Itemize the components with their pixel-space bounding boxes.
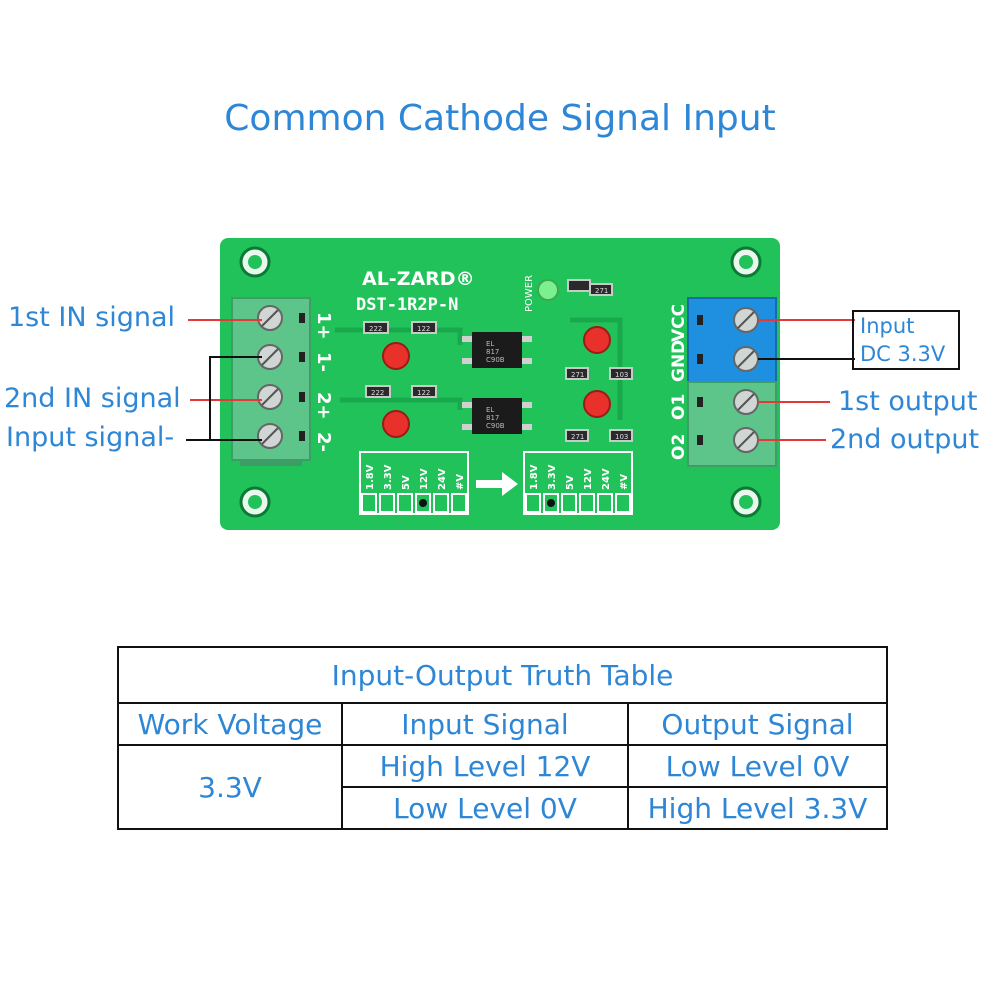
smd-resistors [363,279,633,442]
optocoupler-marking: EL [486,340,494,348]
cell-work-voltage: 3.3V [117,744,343,830]
resistor-code: 222 [369,325,382,333]
resistor-code: 271 [595,287,608,295]
cell-input-row1: High Level 12V [341,744,629,788]
voltage-option-label: 1.8V [365,464,376,490]
page-title: Common Cathode Signal Input [224,98,776,139]
cell-output-row1: Low Level 0V [627,744,888,788]
voltage-option-label: 24V [437,468,448,490]
terminal-label-0: 1+ [313,312,334,340]
cell-input-row2: Low Level 0V [341,786,629,830]
label-input-signal-common: Input signal- [6,422,175,453]
voltage-jumper-grid-right [523,451,633,515]
arrow-icon [476,472,518,496]
left-terminal-labels: 1+ 1- 2+ 2- [313,312,334,452]
label-dc-voltage: DC 3.3V [860,342,946,366]
resistor-code: 271 [571,371,584,379]
terminal-label-right-3: O2 [669,434,689,460]
optocoupler-marking: C90B [486,356,505,364]
header-work-voltage: Work Voltage [117,702,343,746]
label-2nd-output: 2nd output [830,424,980,455]
right-terminal-labels: VCC GND O1 O2 [669,304,689,460]
voltage-option-label: 12V [419,468,430,490]
optocoupler-marking: 817 [486,348,499,356]
resistor-code: 122 [417,389,430,397]
voltage-option-label: 24V [601,468,612,490]
label-1st-output: 1st output [838,386,978,417]
label-input-dc-box: Input DC 3.3V [852,310,960,370]
resistor-code: 103 [615,433,628,441]
voltage-option-label: 1.8V [529,464,540,490]
cell-output-row2: High Level 3.3V [627,786,888,830]
right-terminal-block [687,297,777,467]
terminal-label-3: 2- [313,432,334,452]
voltage-option-label: 12V [583,468,594,490]
resistor-code: 122 [417,325,430,333]
resistor-code: 222 [371,389,384,397]
left-terminal-block [231,297,311,466]
optocoupler-marking: EL [486,406,494,414]
label-1st-in-signal: 1st IN signal [8,302,176,333]
brand-logo: AL-ZARD® [362,268,475,290]
optocoupler-marking: 817 [486,414,499,422]
terminal-label-right-0: VCC [669,304,689,342]
voltage-option-label: 3.3V [547,464,558,490]
truth-table: Input-Output Truth Table Work Voltage In… [117,646,888,830]
label-2nd-in-signal: 2nd IN signal [4,383,181,414]
terminal-label-1: 1- [313,352,334,372]
voltage-option-label: #V [619,474,630,490]
voltage-option-label: 3.3V [383,464,394,490]
power-label: POWER [524,275,535,312]
voltage-option-labels: 1.8V 3.3V 5V 12V 24V #V 1.8V 3.3V 5V 12V 24V #V [365,464,630,490]
terminal-label-2: 2+ [313,392,334,420]
resistor-code: 271 [571,433,584,441]
voltage-jumper-grid-left [359,451,469,515]
voltage-option-label: 5V [565,475,576,490]
voltage-option-label: #V [455,474,466,490]
terminal-label-right-2: O1 [669,394,689,420]
leader-lines-black [186,356,855,441]
voltage-option-label: 5V [401,475,412,490]
header-output-signal: Output Signal [627,702,888,746]
signal-leds [382,326,611,438]
truth-table-title: Input-Output Truth Table [117,646,888,704]
label-input: Input [860,314,915,338]
header-input-signal: Input Signal [341,702,629,746]
leader-lines-red [188,319,855,441]
optocouplers [462,332,532,434]
resistor-code: 103 [615,371,628,379]
model-number: DST-1R2P-N [356,295,458,315]
optocoupler-marking: C90B [486,422,505,430]
terminal-label-right-1: GND [669,340,689,382]
power-led [537,279,559,301]
